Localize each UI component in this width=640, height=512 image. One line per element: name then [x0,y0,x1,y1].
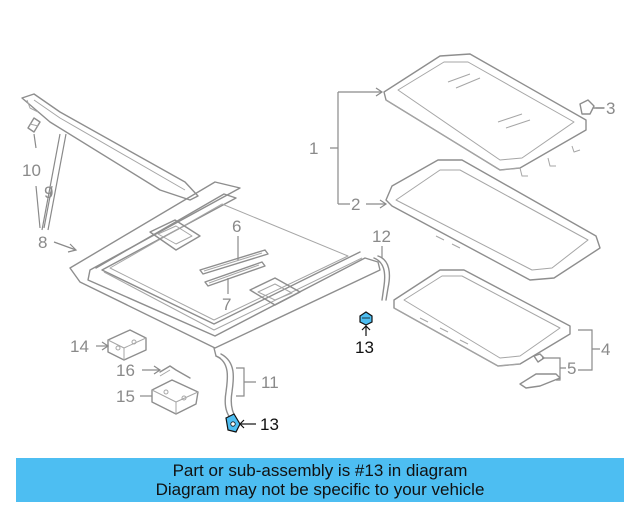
part-3-screw [579,99,605,115]
part-13-hose-clip[interactable] [225,413,241,433]
banner-line-2: Diagram may not be specific to your vehi… [155,480,485,499]
label-9: 9 [44,183,53,202]
part-15-plate [151,379,199,415]
part-12-drain-hose [373,255,391,301]
label-13-upper: 13 [355,338,374,357]
label-1: 1 [309,139,318,158]
part-9-header-strip [21,93,199,201]
label-2: 2 [351,195,360,214]
label-8: 8 [38,233,47,252]
part-10-clip [27,117,41,133]
part-11-drain-hose [215,353,237,421]
part-6-guide-rail [199,249,269,275]
label-12: 12 [372,227,391,246]
part-1-glass-panel [383,53,587,177]
part-8-housing-frame [69,181,381,359]
part-5-handle [519,353,561,389]
label-3: 3 [606,99,615,118]
part-7-guide-rail [204,261,266,287]
label-5: 5 [567,359,576,378]
part-14-bracket [107,329,147,361]
part-16-bolt [159,365,191,379]
label-13-lower: 13 [260,415,279,434]
label-11: 11 [261,373,279,392]
callout-labels: 1 2 3 4 5 6 7 8 9 10 11 12 13 13 14 15 1… [22,99,615,434]
parts-diagram: 1 2 3 4 5 6 7 8 9 10 11 12 13 13 14 15 1… [21,53,615,434]
label-4: 4 [601,340,610,359]
label-14: 14 [70,337,89,356]
label-15: 15 [116,387,135,406]
part-2-weatherstrip [385,159,601,281]
label-6: 6 [232,217,241,236]
label-7: 7 [222,295,231,314]
leader-lines-highlight [239,325,371,429]
part-13-clip-upper[interactable] [359,311,373,326]
leader-lines [33,87,604,397]
banner-line-1: Part or sub-assembly is #13 in diagram [172,461,468,480]
info-banner: Part or sub-assembly is #13 in diagram D… [16,458,624,502]
part-4-sunshade [393,269,571,367]
label-16: 16 [116,361,135,380]
label-10: 10 [22,161,41,180]
